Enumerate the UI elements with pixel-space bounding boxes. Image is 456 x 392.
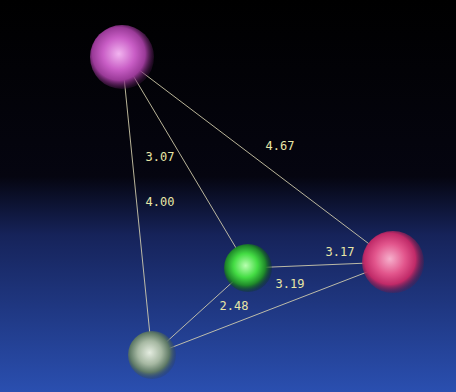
grey-sphere — [128, 331, 176, 379]
distance-label: 3.07 — [146, 150, 175, 164]
distance-lines — [122, 57, 393, 355]
distance-label: 2.48 — [220, 299, 249, 313]
distance-label: 4.00 — [146, 195, 175, 209]
distance-label: 3.17 — [326, 245, 355, 259]
distance-label: 4.67 — [266, 139, 295, 153]
distance-line — [152, 262, 393, 355]
pink-sphere — [362, 231, 424, 293]
distance-line — [122, 57, 248, 268]
distance-label: 3.19 — [276, 277, 305, 291]
magenta-sphere — [90, 25, 154, 89]
green-sphere — [224, 244, 272, 292]
distance-line — [122, 57, 393, 262]
